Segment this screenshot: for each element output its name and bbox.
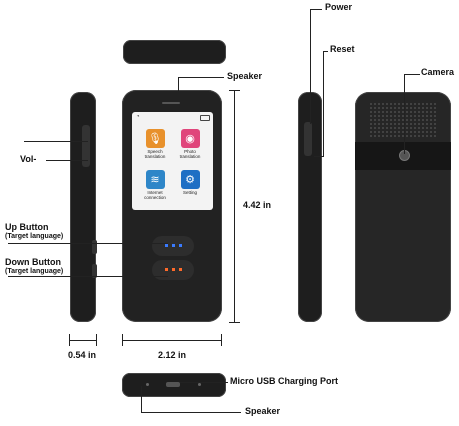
down-button[interactable] (152, 260, 194, 280)
label-usb-port: Micro USB Charging Port (230, 376, 339, 386)
label-depth: 0.54 in (68, 350, 97, 360)
side-button-up[interactable] (92, 240, 97, 254)
label-camera: Camera (421, 67, 455, 77)
app-label: Internet connection (144, 190, 166, 200)
height-dim-tick-bottom (229, 322, 240, 323)
vol-line-lower (46, 160, 88, 161)
up-button[interactable] (152, 236, 194, 256)
speaker-top-line-v (178, 77, 179, 101)
power-line-v (310, 9, 311, 124)
app-speech-translation[interactable]: 🎙 Speech translation (141, 129, 169, 159)
up-button-line (8, 243, 168, 244)
speaker-top-line (178, 77, 224, 78)
camera-line-h (404, 74, 420, 75)
label-up-button-sub: (Target language) (5, 233, 64, 240)
wifi-status-icon: ◔ (136, 114, 140, 120)
depth-dim-line (69, 340, 97, 341)
app-setting[interactable]: ⚙ Setting (176, 170, 204, 195)
down-button-leds (165, 268, 182, 271)
power-line-h (310, 9, 322, 10)
height-dim-line (234, 90, 235, 322)
device-bottom-view (122, 373, 226, 397)
speaker-grille (162, 102, 180, 104)
speaker-bottom-line-h (141, 412, 241, 413)
label-reset: Reset (330, 44, 355, 54)
bottom-mic-hole (198, 383, 201, 386)
label-width: 2.12 in (158, 350, 187, 360)
width-dim-tick-right (221, 334, 222, 346)
down-button-line (8, 276, 168, 277)
screen[interactable]: ◔ 🎙 Speech translation ◉ Photo translati… (132, 112, 213, 210)
depth-dim-tick-right (96, 334, 97, 346)
gear-icon: ⚙ (180, 170, 200, 189)
label-down-button-sub: (Target language) (5, 268, 64, 275)
app-internet-connection[interactable]: ≋ Internet connection (141, 170, 169, 200)
camera-line-v (404, 74, 405, 154)
label-vol-minus: Vol- (20, 154, 37, 164)
width-dim-line (122, 340, 222, 341)
reset-line-v (323, 51, 324, 157)
back-speaker-grille (369, 102, 437, 138)
wifi-icon: ≋ (145, 170, 165, 189)
width-dim-tick-left (122, 334, 123, 346)
app-label: Photo translation (179, 149, 201, 159)
reset-line-h (323, 51, 328, 52)
label-power: Power (325, 2, 353, 12)
label-down-button: Down Button (5, 257, 61, 267)
volume-button[interactable] (82, 125, 90, 167)
device-top-view (123, 40, 226, 64)
microphone-icon: 🎙 (145, 129, 165, 148)
vol-line-upper (24, 141, 88, 142)
speaker-bottom-line-v (141, 386, 142, 412)
height-dim-tick-top (229, 90, 240, 91)
label-height: 4.42 in (243, 200, 272, 210)
depth-dim-tick-left (69, 334, 70, 346)
usb-port[interactable] (166, 382, 180, 387)
side-button-down[interactable] (92, 264, 97, 278)
up-button-leds (165, 244, 182, 247)
battery-icon (200, 115, 210, 121)
label-speaker-top: Speaker (227, 71, 263, 81)
reset-line-foot (314, 156, 324, 157)
power-button[interactable] (304, 122, 312, 156)
app-label: Speech translation (144, 149, 166, 159)
bottom-speaker-hole (146, 383, 149, 386)
app-photo-translation[interactable]: ◉ Photo translation (176, 129, 204, 159)
label-up-button: Up Button (5, 222, 49, 232)
label-speaker-bottom: Speaker (245, 406, 281, 416)
camera-icon: ◉ (180, 129, 200, 148)
device-front-view: ◔ 🎙 Speech translation ◉ Photo translati… (122, 90, 222, 322)
app-label: Setting (182, 190, 197, 195)
usb-line (180, 382, 228, 383)
device-back-view (355, 92, 451, 322)
